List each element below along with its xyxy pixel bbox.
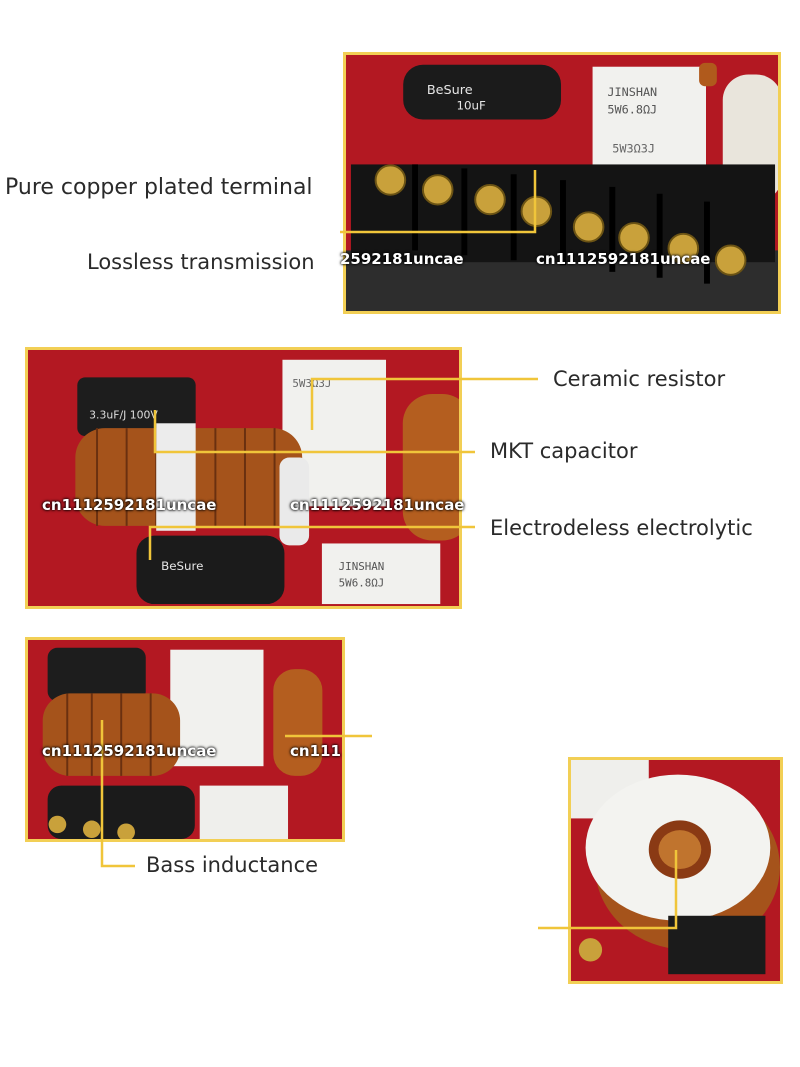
- cap-value-print: 10uF: [456, 99, 486, 113]
- watermark-4: cn1112592181uncae: [290, 496, 465, 514]
- resistor-value-print-2: 5W3Ω3J: [612, 142, 655, 156]
- components-closeup-illustration: 3.3uF/J 100V 5W3Ω3J BeSure JINSHAN 5W6.8…: [28, 350, 459, 606]
- mkt-value-print: 3.3uF/J 100V: [89, 408, 158, 421]
- cap-brand-print: BeSure: [427, 83, 473, 98]
- bass-inductance-illustration: [28, 640, 342, 839]
- terminal-strip-illustration: BeSure 10uF JINSHAN 5W6.8ΩJ 5W3Ω3J: [346, 55, 778, 311]
- callout-terminal: Pure copper plated terminal: [5, 175, 313, 200]
- watermark-1: 2592181uncae: [340, 250, 464, 268]
- callout-lossless: Lossless transmission: [87, 250, 315, 274]
- resistor2-value-print: 5W6.8ΩJ: [339, 577, 385, 590]
- resistor-brand-print: JINSHAN: [607, 85, 657, 99]
- photo-inductor-spool: [568, 757, 783, 984]
- resistor-value-print: 5W6.8ΩJ: [607, 103, 657, 117]
- photo-terminal-strip: BeSure 10uF JINSHAN 5W6.8ΩJ 5W3Ω3J: [343, 52, 781, 314]
- callout-electrolytic: Electrodeless electrolytic: [490, 516, 753, 540]
- cap2-brand-print: BeSure: [161, 559, 203, 573]
- watermark-6: cn111: [290, 742, 341, 760]
- resistor2-brand-print: JINSHAN: [339, 560, 385, 573]
- photo-bass-inductance: [25, 637, 345, 842]
- watermark-3: cn1112592181uncae: [42, 496, 217, 514]
- watermark-2: cn1112592181uncae: [536, 250, 711, 268]
- inductor-spool-illustration: [571, 760, 780, 981]
- resistor-value-print-3: 5W3Ω3J: [292, 377, 331, 390]
- watermark-5: cn1112592181uncae: [42, 742, 217, 760]
- callout-ceramic: Ceramic resistor: [553, 367, 726, 391]
- callout-bass: Bass inductance: [146, 853, 319, 877]
- callout-mkt: MKT capacitor: [490, 439, 638, 463]
- photo-components-closeup: 3.3uF/J 100V 5W3Ω3J BeSure JINSHAN 5W6.8…: [25, 347, 462, 609]
